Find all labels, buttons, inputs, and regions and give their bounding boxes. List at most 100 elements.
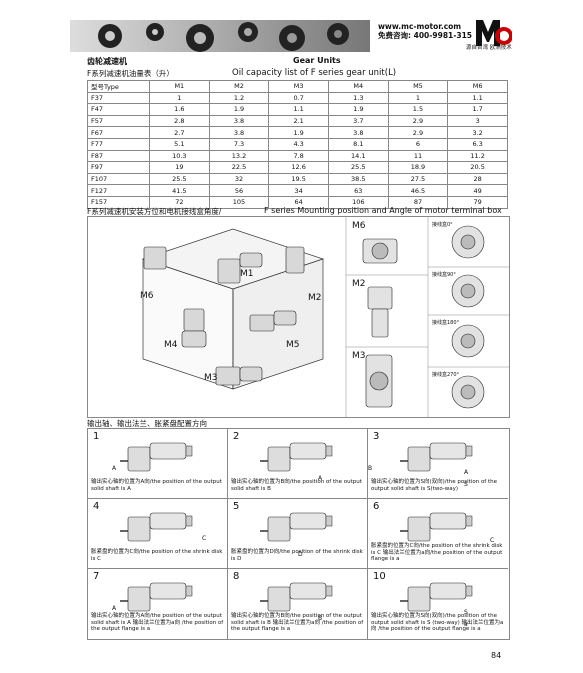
- label-m4: M4: [164, 340, 178, 350]
- capacity-cell: 2.9: [387, 114, 449, 128]
- mounting-diagram: M1 M2 M3 M4 M5 M6 M6 M2 M3 接线盒0° 接线盒90° …: [87, 216, 510, 418]
- direction-letter: A: [112, 605, 117, 612]
- config-caption: 输出实心轴的位置为B向/the position of the output s…: [231, 479, 362, 492]
- label-m2: M2: [308, 293, 322, 303]
- mounting-title-cn: F系列减速机安装方位和电机接线盒角度/: [87, 207, 222, 216]
- capacity-cell: 6: [387, 137, 449, 151]
- type-cell: F97: [87, 161, 150, 174]
- gear-unit-drawing: [120, 582, 193, 612]
- col-header: M6: [447, 80, 508, 93]
- capacity-cell: 10.3: [149, 149, 210, 163]
- direction-letter: A: [464, 469, 469, 476]
- direction-letter: a: [464, 621, 468, 628]
- capacity-cell: 1.5: [387, 103, 449, 116]
- capacity-cell: 7.3: [208, 137, 270, 151]
- config-number: 1: [93, 431, 100, 442]
- capacity-cell: 34: [268, 184, 329, 197]
- config-title: 输出轴、输出法兰、胀紧盘配置方向: [87, 419, 207, 428]
- label-m5: M5: [286, 340, 300, 350]
- config-caption: 输出实心轴的位置为S向(双向)/the position of the outp…: [371, 479, 498, 492]
- type-cell: F107: [87, 172, 150, 186]
- direction-letter: D: [298, 551, 303, 558]
- config-number: 6: [373, 501, 380, 512]
- capacity-cell: 49: [447, 184, 508, 197]
- capacity-cell: 1: [387, 91, 449, 105]
- capacity-cell: 0.7: [268, 91, 329, 105]
- mc-logo: [476, 20, 512, 46]
- direction-letter: C: [202, 535, 207, 542]
- hotline: 免费咨询: 400-9981-315: [378, 31, 473, 40]
- capacity-cell: 1.9: [268, 126, 329, 139]
- type-cell: F67: [87, 126, 150, 139]
- capacity-cell: 14.1: [327, 149, 389, 163]
- config-number: 7: [93, 571, 100, 582]
- direction-letter: S: [464, 609, 468, 616]
- side-label-m3: M3: [352, 351, 366, 361]
- capacity-cell: 1.3: [327, 91, 389, 105]
- config-caption: 胀紧盘的位置为C向/the position of the shrink dis…: [371, 543, 503, 562]
- col-header: M3: [268, 80, 329, 93]
- type-cell: F37: [87, 91, 150, 105]
- col-header: M5: [387, 80, 449, 93]
- site-url[interactable]: www.mc-motor.com: [378, 22, 462, 31]
- title-en: Gear Units: [293, 56, 341, 65]
- capacity-cell: 22.5: [208, 161, 270, 174]
- capacity-cell: 19: [149, 161, 210, 174]
- type-cell: F87: [87, 149, 150, 163]
- capacity-cell: 13.2: [208, 149, 270, 163]
- page-number: 84: [491, 651, 502, 660]
- side-label-m2: M2: [352, 279, 366, 289]
- capacity-cell: 1.9: [208, 103, 270, 116]
- config-caption: 输出实心轴的位置为B向/the position of the output s…: [231, 613, 364, 632]
- capacity-cell: 25.5: [149, 172, 210, 186]
- label-m6: M6: [140, 291, 154, 301]
- capacity-cell: 3.8: [327, 126, 389, 139]
- gear-unit-drawing: [260, 512, 333, 542]
- capacity-cell: 1: [149, 91, 210, 105]
- capacity-cell: 3.7: [327, 114, 389, 128]
- capacity-cell: 1.6: [149, 103, 210, 116]
- capacity-cell: 79: [447, 195, 508, 209]
- capacity-cell: 11: [387, 149, 449, 163]
- capacity-cell: 25.5: [327, 161, 389, 174]
- gear-decoration: [70, 20, 370, 52]
- config-number: 4: [93, 501, 100, 512]
- label-m1: M1: [240, 269, 254, 279]
- direction-letter: A: [112, 465, 117, 472]
- terminal-90: 接线盒90°: [432, 272, 456, 278]
- direction-letter: B: [318, 615, 323, 622]
- capacity-cell: 1.1: [447, 91, 508, 105]
- capacity-cell: 27.5: [387, 172, 449, 186]
- capacity-cell: 41.5: [149, 184, 210, 197]
- capacity-cell: 3.8: [208, 114, 270, 128]
- config-caption: 胀紧盘的位置为C向/the position of the shrink dis…: [91, 549, 223, 562]
- logo-tagline: 源自台湾 欧洲技术: [466, 45, 512, 51]
- side-label-m6: M6: [352, 221, 366, 231]
- config-number: 5: [233, 501, 240, 512]
- capacity-cell: 2.1: [268, 114, 329, 128]
- capacity-cell: 2.7: [149, 126, 210, 139]
- col-header: M1: [149, 80, 210, 93]
- capacity-cell: 19.5: [268, 172, 329, 186]
- capacity-cell: 6.3: [447, 137, 508, 151]
- type-cell: F157: [87, 195, 150, 209]
- capacity-cell: 20.5: [447, 161, 508, 174]
- capacity-cell: 72: [149, 195, 210, 209]
- capacity-cell: 38.5: [327, 172, 389, 186]
- direction-letter: A: [318, 475, 323, 482]
- capacity-cell: 32: [208, 172, 270, 186]
- table-header-row: 型号Type M1 M2 M3 M4 M5 M6: [87, 80, 508, 93]
